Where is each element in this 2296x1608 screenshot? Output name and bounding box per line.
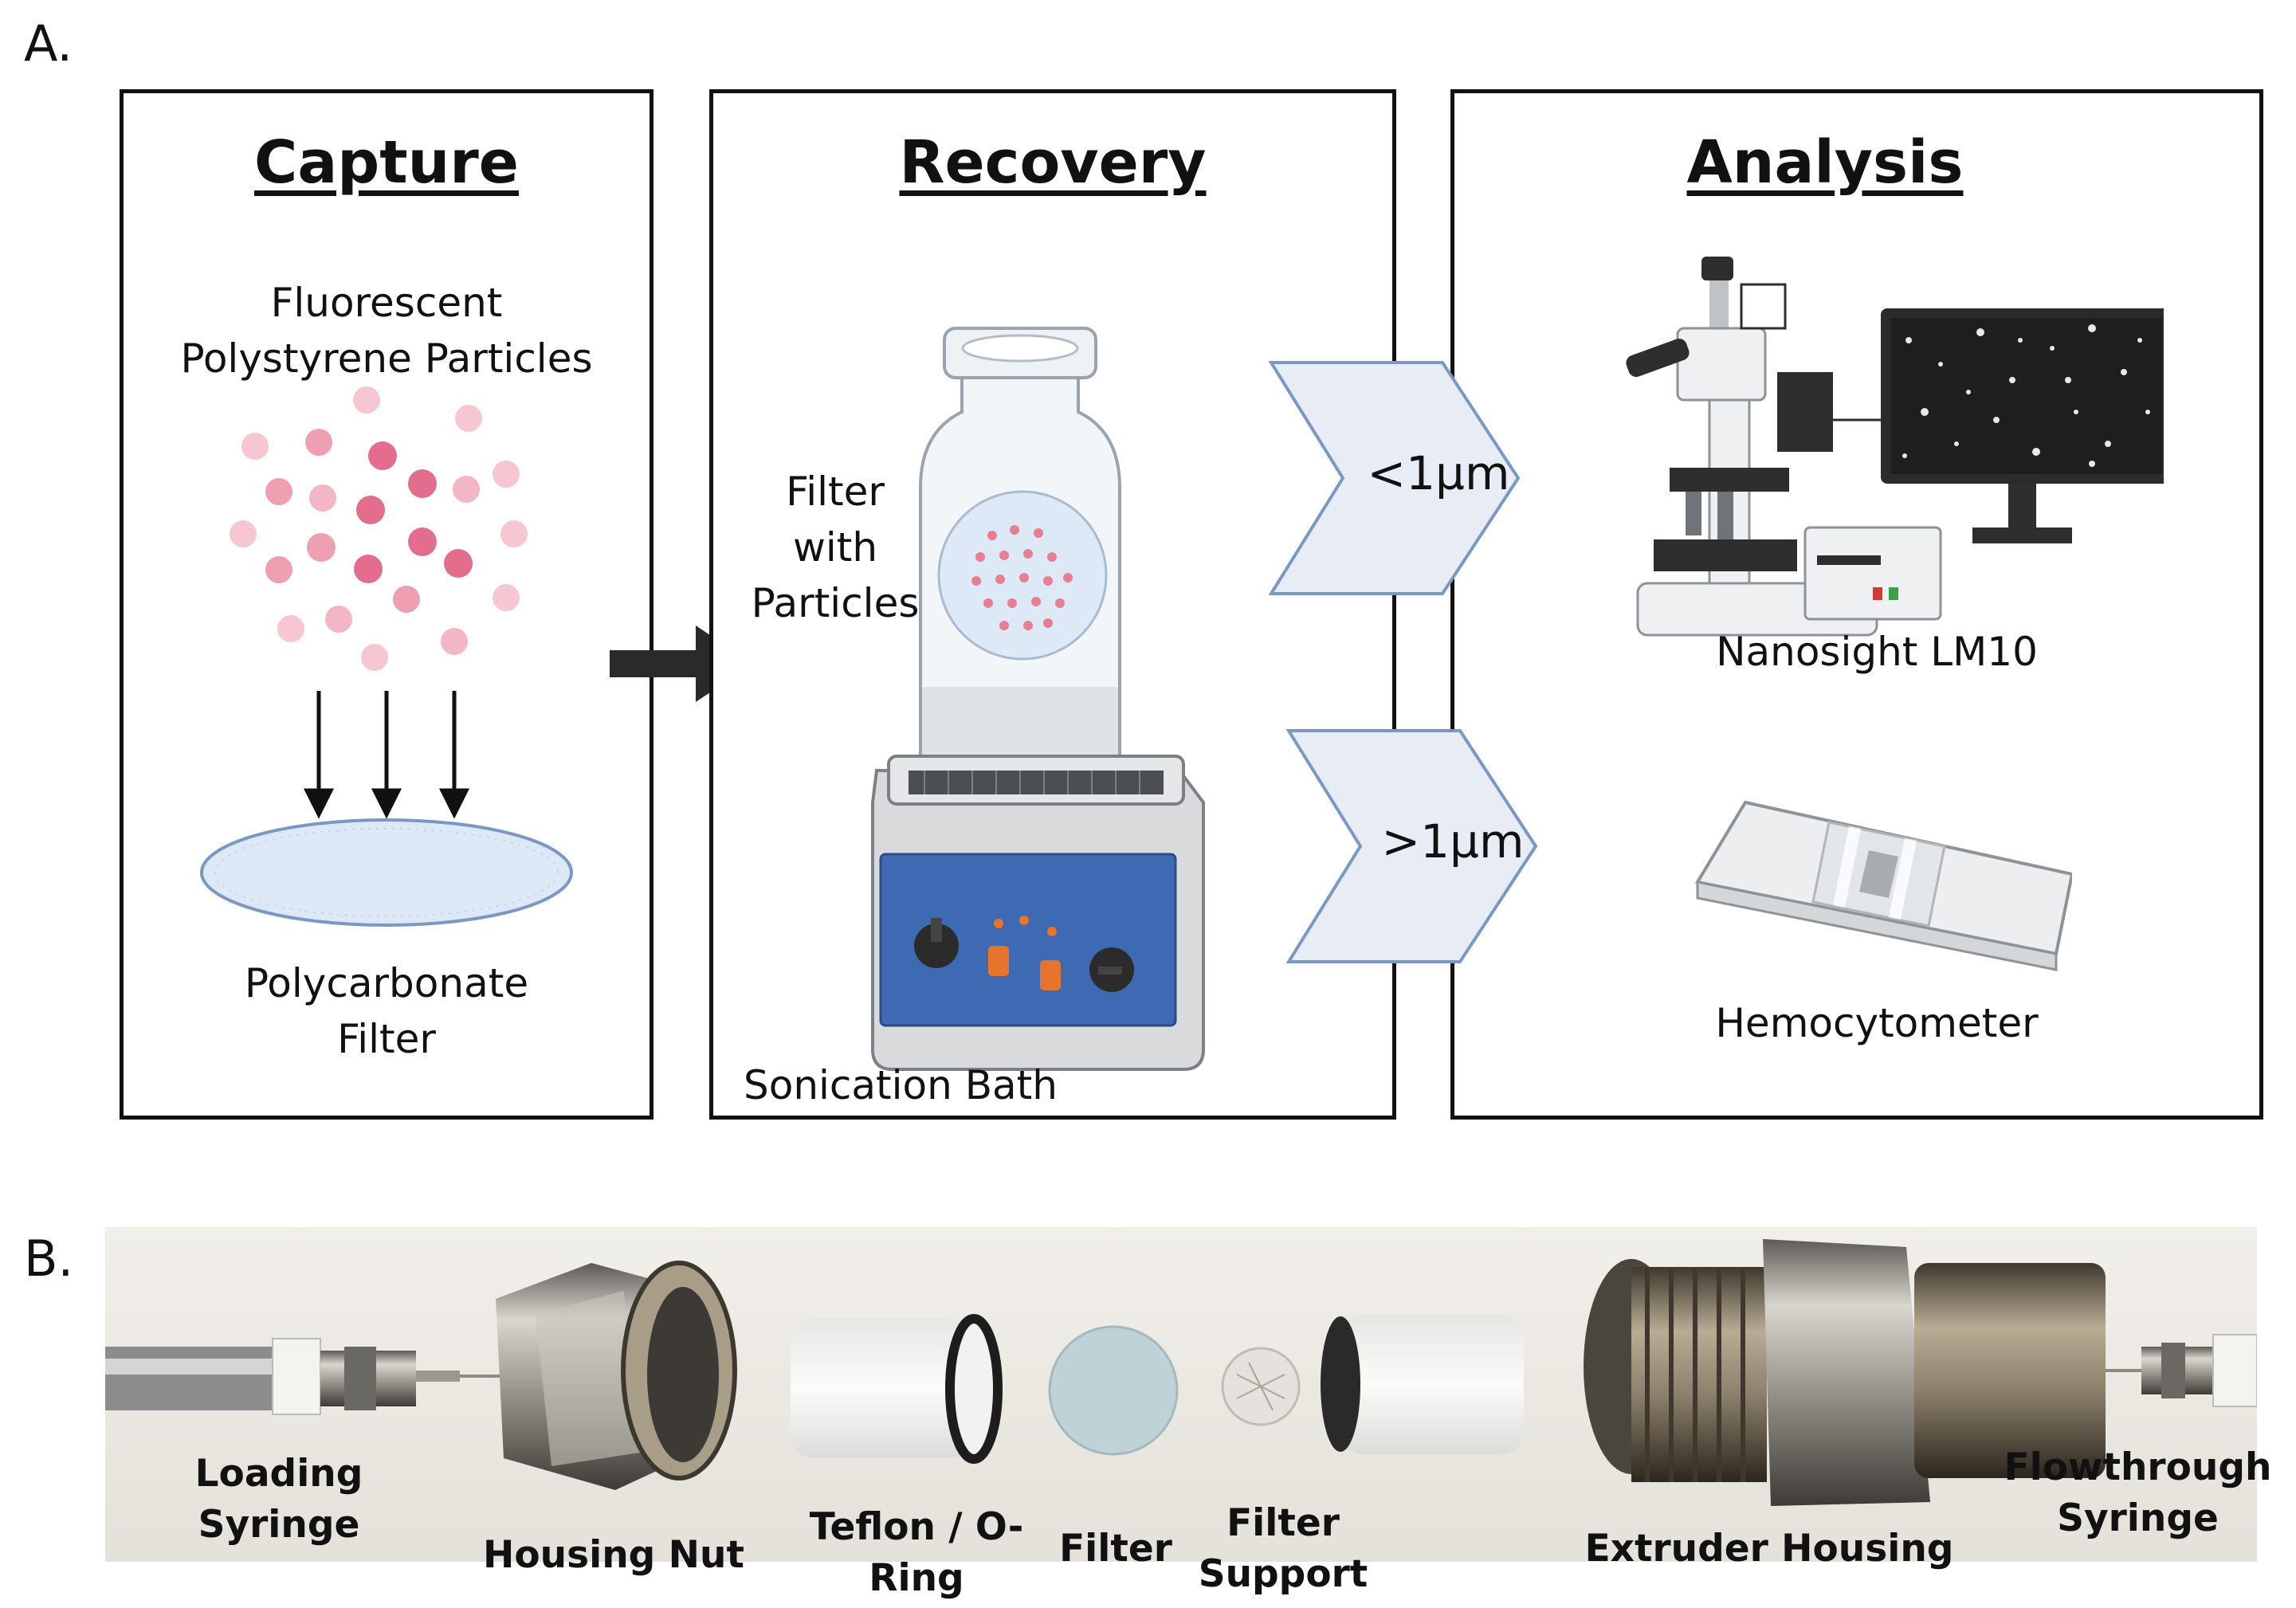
loading-syringe-label: Loading Syringe bbox=[194, 1452, 363, 1547]
extruder-housing-label: Extruder Housing bbox=[1584, 1527, 1954, 1571]
route-small-label: <1µm bbox=[1367, 446, 1510, 500]
recovery-title: Recovery bbox=[899, 128, 1207, 197]
filter-label: Filter bbox=[1059, 1527, 1172, 1571]
capture-box: Capture Fluorescent Polystyrene Particle… bbox=[120, 89, 653, 1120]
filter-support-label: Filter Support bbox=[1198, 1501, 1368, 1596]
teflon-oring-label: Teflon / O- Ring bbox=[809, 1505, 1024, 1600]
particles-illustration bbox=[200, 386, 573, 927]
nanosight-microscope-illustration bbox=[1626, 257, 2164, 637]
particle-cloud bbox=[230, 386, 528, 671]
sonication-bath-label: Sonication Bath bbox=[744, 1062, 1058, 1108]
hemocytometer-illustration bbox=[1694, 800, 2072, 971]
flowthrough-syringe-label: Flowthrough Syringe bbox=[2004, 1445, 2272, 1540]
polycarbonate-filter-label: Polycarbonate Filter bbox=[244, 960, 529, 1062]
recovery-box: Recovery Filter with Particles bbox=[709, 89, 1396, 1120]
polycarbonate-filter-disc bbox=[200, 818, 573, 927]
panel-b-letter: B. bbox=[24, 1230, 74, 1288]
chevron-large bbox=[1285, 729, 1538, 963]
hemocytometer-label: Hemocytometer bbox=[1715, 1000, 2039, 1046]
housing-nut-label: Housing Nut bbox=[483, 1533, 744, 1577]
down-arrows bbox=[303, 691, 470, 819]
analysis-title: Analysis bbox=[1686, 128, 1964, 197]
chevron-small bbox=[1268, 361, 1521, 595]
sonication-bath-illustration bbox=[871, 755, 1205, 1071]
capture-title: Capture bbox=[254, 128, 519, 197]
analysis-box: Analysis Nanosight LM10 bbox=[1450, 89, 2263, 1120]
particles-label: Fluorescent Polystyrene Particles bbox=[180, 280, 593, 382]
route-large-label: >1µm bbox=[1381, 814, 1525, 869]
filter-with-particles-label: Filter with Particles bbox=[751, 469, 920, 626]
panel-a-letter: A. bbox=[24, 14, 73, 73]
nanosight-label: Nanosight LM10 bbox=[1716, 629, 2038, 675]
extruder-photo bbox=[105, 1227, 2257, 1562]
